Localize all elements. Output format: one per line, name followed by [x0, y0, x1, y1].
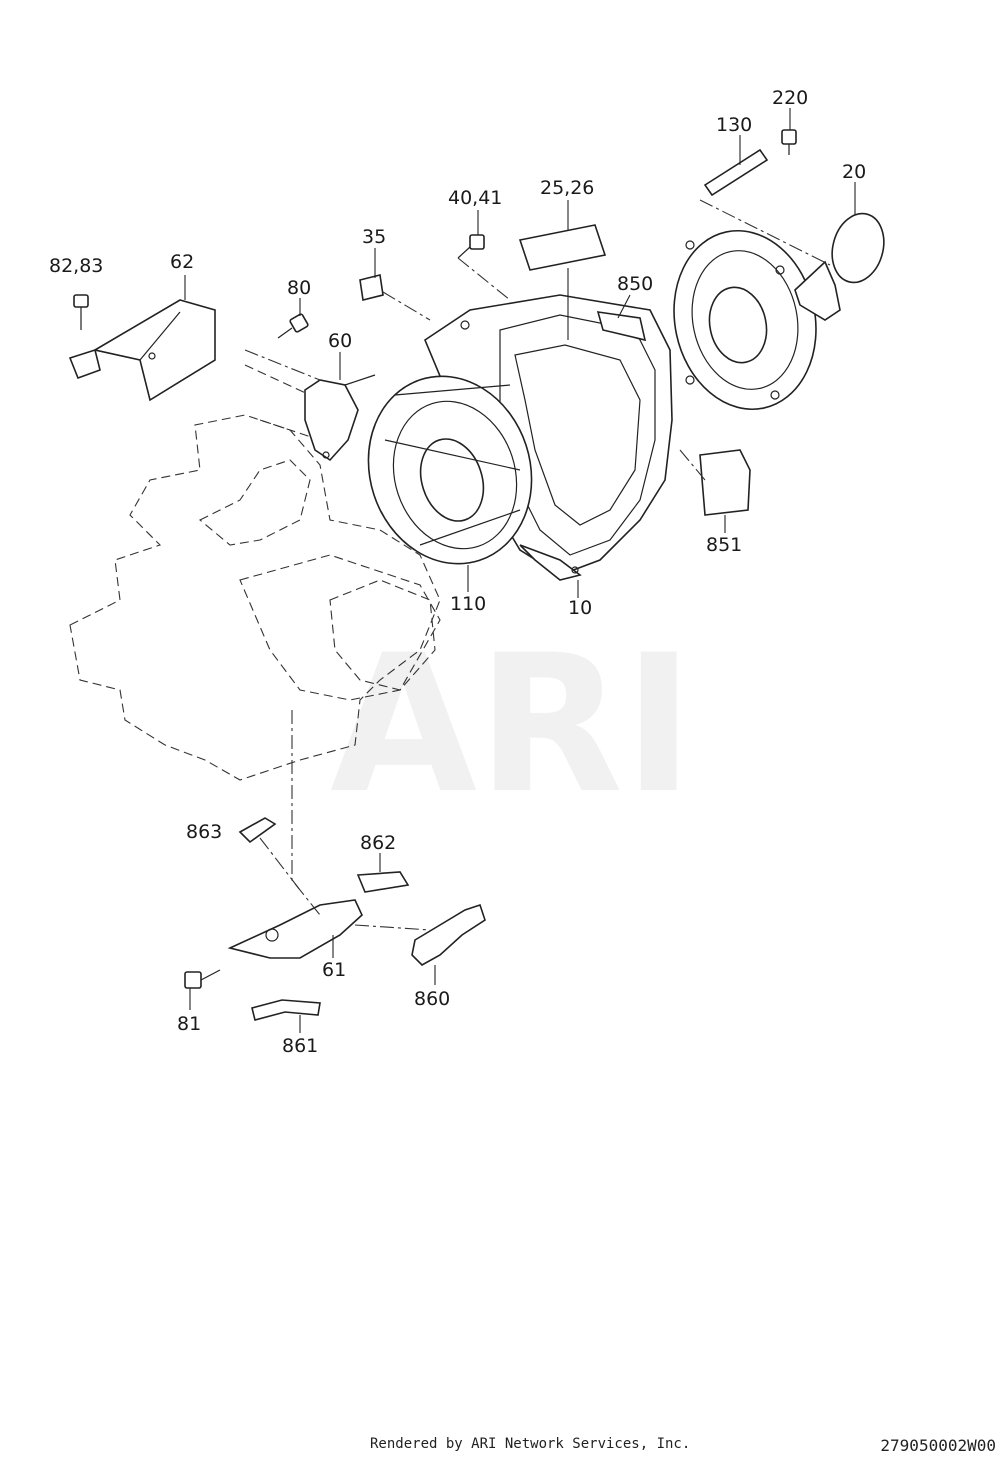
label-860: 860: [414, 988, 450, 1010]
label-850: 850: [617, 273, 653, 295]
label-851: 851: [706, 534, 742, 556]
label-20: 20: [842, 161, 866, 183]
label-861: 861: [282, 1035, 318, 1057]
label-61: 61: [322, 959, 346, 981]
part-860-guard: [411, 903, 486, 966]
label-130: 130: [716, 114, 752, 136]
part-220-screw: [781, 129, 797, 155]
label-35: 35: [362, 226, 386, 248]
part-851-shield: [699, 449, 751, 516]
label-25-26: 25,26: [540, 177, 594, 199]
label-220: 220: [772, 87, 808, 109]
part-130-pin: [703, 148, 769, 197]
footer-credit: Rendered by ARI Network Services, Inc.: [370, 1436, 691, 1452]
part-110-fan: [367, 375, 533, 565]
watermark: ARI: [330, 614, 694, 835]
part-recoil-starter: [673, 229, 841, 411]
part-25-26-decal: [518, 224, 607, 271]
label-10: 10: [568, 597, 592, 619]
part-20-disc: [831, 212, 885, 284]
part-80-bolt: [277, 313, 309, 339]
part-60-cover: [304, 374, 376, 462]
label-82-83: 82,83: [49, 255, 103, 277]
label-80: 80: [287, 277, 311, 299]
label-62: 62: [170, 251, 194, 273]
label-862: 862: [360, 832, 396, 854]
assembly-lines: [244, 199, 831, 931]
part-81-bolt: [184, 969, 221, 989]
part-861-strip: [251, 999, 321, 1021]
part-850-strip: [596, 311, 647, 342]
label-110: 110: [450, 593, 486, 615]
label-863: 863: [186, 821, 222, 843]
part-61-deflector: [227, 899, 363, 959]
part-862-block: [356, 871, 410, 893]
diagram-code: 279050002W00: [880, 1436, 996, 1455]
part-82-83-bolt: [73, 294, 89, 330]
label-60: 60: [328, 330, 352, 352]
label-81: 81: [177, 1013, 201, 1035]
engine-outline: [69, 364, 441, 781]
part-62-bracket: [68, 299, 216, 402]
part-863-clip: [238, 817, 277, 844]
label-40-41: 40,41: [448, 187, 502, 209]
callout-labels: 82,83 62 80 60 35 40,41 25,26 130 220 20…: [49, 87, 866, 1057]
part-35-plate: [359, 274, 384, 301]
part-40-41-bolt: [457, 234, 485, 259]
leader-lines: [184, 108, 856, 1033]
